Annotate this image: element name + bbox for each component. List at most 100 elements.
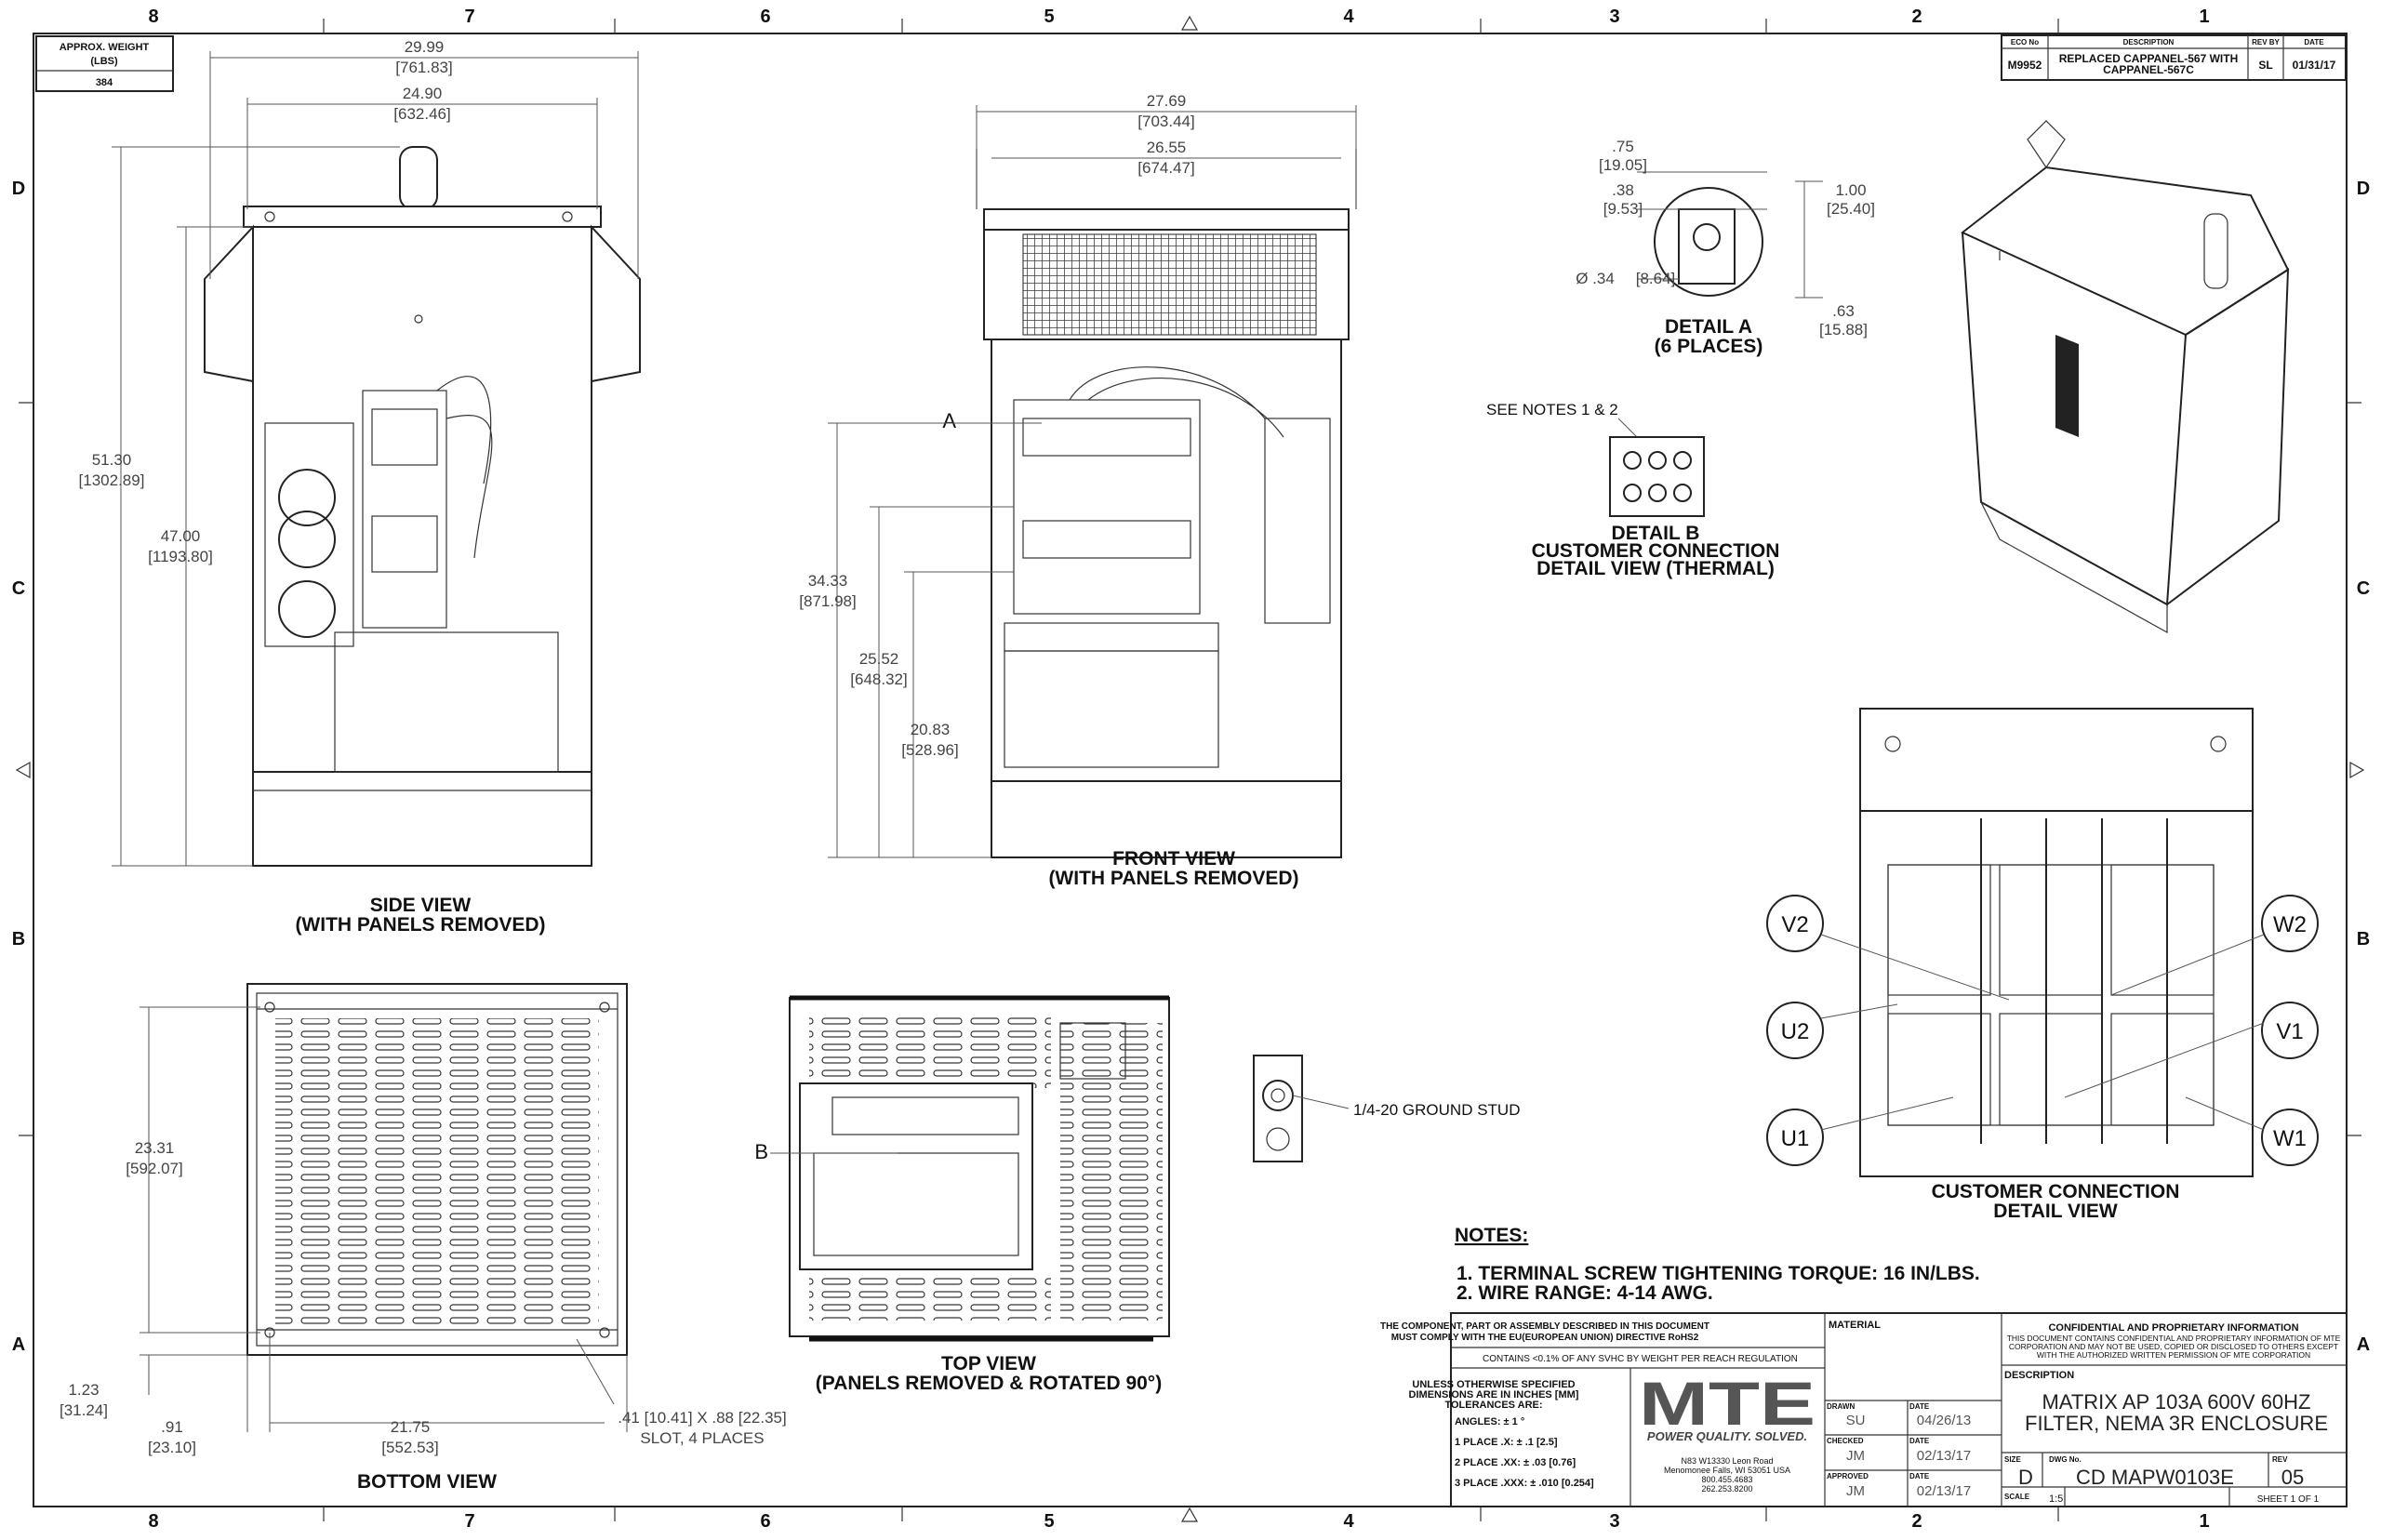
svg-text:SCALE: SCALE — [2004, 1493, 2030, 1501]
svg-text:1. TERMINAL SCREW TIGHTENING: 1. TERMINAL SCREW TIGHTENING TORQUE: 16 … — [1457, 1263, 1980, 1284]
weight-box: APPROX. WEIGHT (LBS) 384 — [35, 35, 174, 92]
notes: NOTES: 1. TERMINAL SCREW TIGHTENING TORQ… — [1455, 1225, 1980, 1304]
svg-text:A: A — [12, 1334, 25, 1355]
svg-text:D: D — [2357, 179, 2370, 199]
svg-text:34.33: 34.33 — [808, 572, 848, 590]
svg-text:800.455.4683: 800.455.4683 — [1701, 1475, 1752, 1484]
ground-stud-detail: 1/4-20 GROUND STUD — [1253, 1055, 1520, 1162]
svg-text:1/4-20 GROUND STUD: 1/4-20 GROUND STUD — [1353, 1101, 1520, 1119]
svg-text:[703.44]: [703.44] — [1137, 113, 1194, 130]
svg-text:TOP VIEW: TOP VIEW — [941, 1353, 1036, 1374]
svg-text:01/31/17: 01/31/17 — [2293, 59, 2336, 72]
svg-text:M9952: M9952 — [2008, 59, 2042, 72]
svg-text:SEE NOTES 1 & 2: SEE NOTES 1 & 2 — [1486, 401, 1618, 418]
svg-text:DATE: DATE — [2304, 38, 2324, 46]
svg-text:[632.46]: [632.46] — [393, 105, 450, 123]
svg-text:DATE: DATE — [1909, 1472, 1930, 1480]
svg-text:DRAWN: DRAWN — [1827, 1402, 1855, 1411]
svg-text:ANGLES: ± 1 °: ANGLES: ± 1 ° — [1455, 1416, 1524, 1427]
svg-text:20.83: 20.83 — [911, 721, 951, 738]
svg-text:V2: V2 — [1781, 912, 1808, 937]
svg-text:5: 5 — [1044, 1511, 1054, 1532]
svg-text:(PANELS REMOVED & ROTATED 90°): (PANELS REMOVED & ROTATED 90°) — [816, 1373, 1162, 1394]
svg-text:.63: .63 — [1832, 302, 1855, 320]
svg-text:384: 384 — [96, 77, 113, 88]
svg-text:CAPPANEL-567C: CAPPANEL-567C — [2103, 63, 2194, 76]
svg-text:JM: JM — [1846, 1448, 1865, 1464]
svg-text:A: A — [2357, 1334, 2370, 1355]
svg-text:B: B — [2357, 929, 2370, 949]
sheet-border — [15, 15, 2365, 1522]
svg-text:CUSTOMER CONNECTION: CUSTOMER CONNECTION — [1532, 540, 1780, 562]
svg-text:W2: W2 — [2273, 912, 2307, 937]
svg-text:CORPORATION AND MAY NOT BE USE: CORPORATION AND MAY NOT BE USED, COPIED … — [2009, 1342, 2338, 1351]
svg-text:DETAIL A: DETAIL A — [1665, 316, 1752, 338]
svg-text:DIMENSIONS ARE IN INCHES [MM]: DIMENSIONS ARE IN INCHES [MM] — [1409, 1389, 1579, 1401]
svg-text:02/13/17: 02/13/17 — [1917, 1448, 1971, 1464]
svg-text:[528.96]: [528.96] — [901, 741, 958, 759]
svg-text:8: 8 — [148, 7, 158, 27]
svg-text:NOTES:: NOTES: — [1455, 1225, 1528, 1246]
svg-text:DATE: DATE — [1909, 1437, 1930, 1445]
svg-text:[23.10]: [23.10] — [148, 1439, 196, 1456]
svg-text:[674.47]: [674.47] — [1137, 159, 1194, 177]
side-view: 29.99[761.83] 24.90[632.46] 51.30[1302.8… — [79, 38, 641, 936]
svg-text:[1193.80]: [1193.80] — [148, 548, 213, 565]
svg-text:DESCRIPTION: DESCRIPTION — [2004, 1370, 2074, 1381]
svg-text:21.75: 21.75 — [391, 1418, 431, 1436]
svg-text:(WITH PANELS REMOVED): (WITH PANELS REMOVED) — [295, 914, 545, 936]
svg-text:1.23: 1.23 — [68, 1381, 99, 1399]
svg-text:B: B — [12, 929, 25, 949]
svg-text:[648.32]: [648.32] — [850, 670, 907, 688]
customer-connection-view: V2 U2 U1 W2 V1 W1 CUSTOMER CONNECTION DE… — [1766, 708, 2319, 1222]
svg-text:Menomonee Falls, WI 53051 USA: Menomonee Falls, WI 53051 USA — [1664, 1466, 1790, 1475]
svg-text:FRONT VIEW: FRONT VIEW — [1112, 848, 1235, 870]
svg-text:2: 2 — [1911, 1511, 1922, 1532]
svg-text:D: D — [12, 179, 25, 199]
svg-text:7: 7 — [464, 1511, 474, 1532]
svg-text:3: 3 — [1609, 1511, 1619, 1532]
svg-text:[1302.89]: [1302.89] — [79, 471, 145, 489]
svg-text:A: A — [942, 409, 956, 432]
svg-text:UNLESS OTHERWISE SPECIFIED: UNLESS OTHERWISE SPECIFIED — [1412, 1379, 1575, 1390]
svg-text:REPLACED CAPPANEL-567 WITH: REPLACED CAPPANEL-567 WITH — [2059, 52, 2238, 65]
svg-text:MUST COMPLY WITH THE EU(EUROPE: MUST COMPLY WITH THE EU(EUROPEAN UNION) … — [1391, 1333, 1699, 1343]
svg-text:7: 7 — [464, 7, 474, 27]
front-view: A 27.69[703.44] 26.55[674.47] 34.33[871.… — [799, 92, 1357, 889]
svg-text:51.30: 51.30 — [92, 451, 132, 469]
svg-text:SIZE: SIZE — [2004, 1455, 2021, 1464]
svg-text:APPROVED: APPROVED — [1827, 1472, 1869, 1480]
svg-text:C: C — [2357, 578, 2370, 599]
svg-text:REV BY: REV BY — [2252, 38, 2280, 46]
svg-text:REV: REV — [2272, 1455, 2288, 1464]
svg-text:1: 1 — [2199, 1511, 2209, 1532]
bottom-view: 23.31[592.07] 1.23[31.24] .91[23.10] 21.… — [60, 983, 787, 1493]
svg-text:BOTTOM VIEW: BOTTOM VIEW — [357, 1471, 497, 1493]
svg-text:27.69: 27.69 — [1147, 92, 1187, 110]
svg-text:[31.24]: [31.24] — [60, 1401, 108, 1419]
svg-text:MATRIX AP 103A 600V 60HZ: MATRIX AP 103A 600V 60HZ — [2042, 1390, 2310, 1414]
svg-text:SHEET 1 OF 1: SHEET 1 OF 1 — [2257, 1494, 2320, 1505]
svg-text:6: 6 — [760, 7, 770, 27]
svg-text:V1: V1 — [2276, 1019, 2303, 1044]
svg-text:05: 05 — [2281, 1466, 2304, 1489]
svg-text:CUSTOMER CONNECTION: CUSTOMER CONNECTION — [1932, 1181, 2180, 1202]
svg-text:262.253.8200: 262.253.8200 — [1701, 1484, 1752, 1494]
svg-text:ECO No: ECO No — [2011, 38, 2039, 46]
svg-text:W1: W1 — [2273, 1126, 2307, 1151]
svg-text:POWER QUALITY. SOLVED.: POWER QUALITY. SOLVED. — [1647, 1429, 1807, 1443]
svg-text:3 PLACE .XXX: ± .010 [0.254]: 3 PLACE .XXX: ± .010 [0.254] — [1455, 1478, 1594, 1489]
svg-text:SL: SL — [2258, 59, 2272, 72]
svg-text:SIDE VIEW: SIDE VIEW — [370, 895, 472, 916]
svg-text:D: D — [2018, 1466, 2033, 1489]
svg-text:JM: JM — [1846, 1483, 1865, 1499]
svg-text:2 PLACE .XX: ± .03 [0.76]: 2 PLACE .XX: ± .03 [0.76] — [1455, 1457, 1576, 1468]
svg-text:[15.88]: [15.88] — [1819, 321, 1868, 339]
svg-text:THE COMPONENT, PART OR ASSEMBL: THE COMPONENT, PART OR ASSEMBLY DESCRIBE… — [1380, 1321, 1709, 1332]
svg-text:[552.53]: [552.53] — [381, 1439, 438, 1456]
svg-text:FILTER, NEMA 3R ENCLOSURE: FILTER, NEMA 3R ENCLOSURE — [2025, 1412, 2328, 1435]
svg-text:2. WIRE RANGE: 4-14 AWG.: 2. WIRE RANGE: 4-14 AWG. — [1457, 1282, 1713, 1304]
svg-text:DETAIL VIEW: DETAIL VIEW — [1993, 1201, 2118, 1222]
